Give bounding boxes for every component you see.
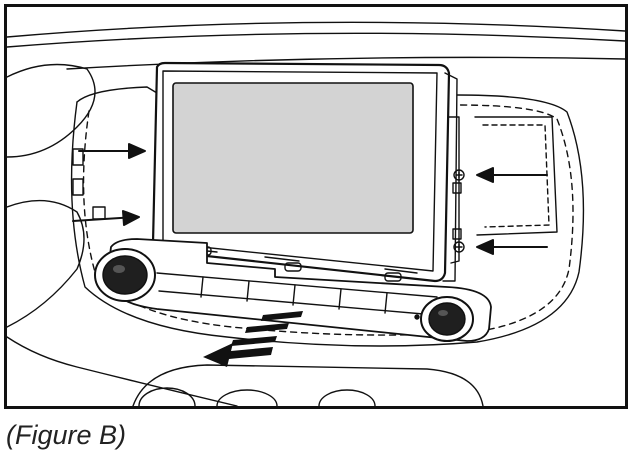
left-dash-panel	[7, 63, 238, 406]
screw-icon	[452, 169, 465, 253]
display-unit	[151, 61, 460, 283]
left-clip-pocket	[72, 148, 106, 220]
control-panel	[106, 238, 492, 342]
dashboard-top-contour	[7, 21, 625, 70]
lower-vents	[132, 364, 484, 406]
right-tuning-knob	[414, 296, 474, 342]
left-volume-knob	[94, 248, 156, 302]
arrow-icon	[72, 143, 548, 255]
figure-frame	[4, 4, 628, 409]
dashed-arrow-icon	[203, 311, 303, 367]
display-screen	[172, 82, 414, 234]
figure-caption: (Figure B)	[6, 420, 127, 450]
dashboard-illustration	[7, 21, 625, 406]
